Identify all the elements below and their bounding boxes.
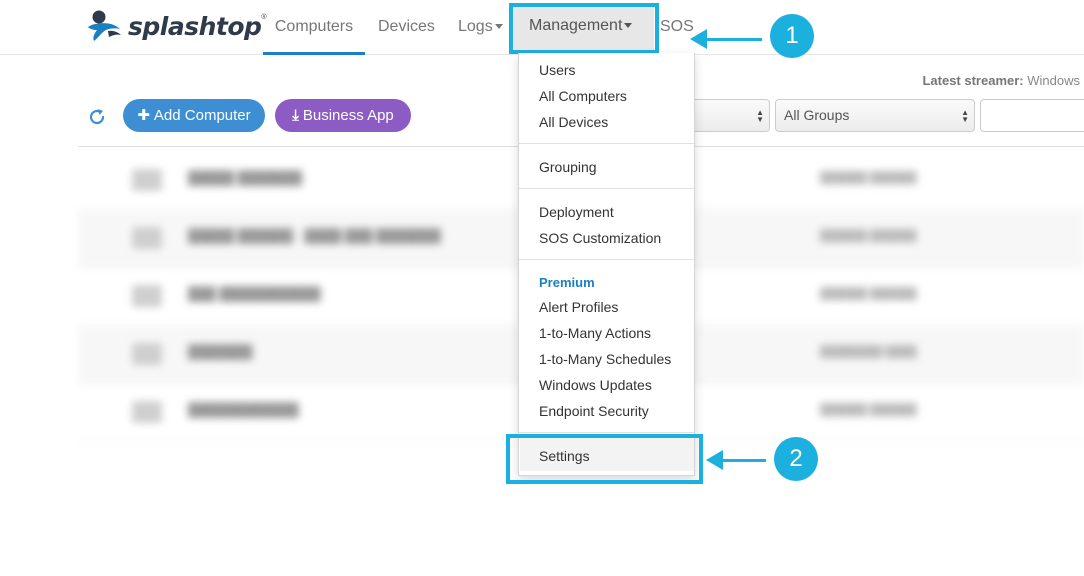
latest-streamer-info: Latest streamer: Windows [922, 73, 1080, 88]
nav-management-label: Management [529, 17, 623, 34]
business-app-button[interactable]: ⤓Business App [275, 99, 411, 132]
menu-item-settings-hover [520, 438, 694, 471]
computer-icon [132, 285, 162, 307]
computer-group: ██████ ██████ [820, 288, 917, 300]
highlight-box-management [509, 3, 659, 54]
menu-item-windows-updates[interactable]: Windows Updates [539, 377, 652, 393]
computer-group: ██████ ██████ [820, 230, 917, 242]
filter-select[interactable]: ▲▼ [690, 99, 770, 132]
nav-computers-label: Computers [274, 18, 354, 35]
menu-item-1-to-many-actions[interactable]: 1-to-Many Actions [539, 325, 652, 341]
callout-badge-1: 1 [770, 14, 814, 58]
menu-item-endpoint-security[interactable]: Endpoint Security [539, 403, 649, 419]
chevron-down-icon [494, 24, 503, 30]
nav-computers[interactable]: Computers [263, 0, 365, 55]
updown-arrows-icon: ▲▼ [756, 108, 764, 124]
refresh-icon[interactable] [87, 107, 107, 127]
computer-icon [132, 227, 162, 249]
nav-logs[interactable]: Logs [458, 0, 503, 54]
business-app-label: Business App [302, 107, 394, 124]
menu-item-all-computers[interactable]: All Computers [539, 88, 627, 104]
add-computer-label: Add Computer [153, 107, 251, 124]
computer-name: █████ ███████ [188, 170, 303, 185]
group-filter-select[interactable]: All Groups ▲▼ [775, 99, 975, 132]
management-dropdown-menu: Users All Computers All Devices Grouping… [518, 53, 695, 476]
nav-management[interactable]: Management [513, 6, 654, 50]
latest-streamer-label: Latest streamer: [922, 73, 1024, 88]
computer-name: █████ ██████ - ████ ███ ███████ [188, 228, 441, 243]
menu-item-all-devices[interactable]: All Devices [539, 114, 609, 130]
top-navbar: splashtop ® Computers Devices Logs Manag… [0, 0, 1084, 55]
callout-arrow-2 [722, 459, 766, 462]
splashtop-logo-icon [88, 10, 121, 41]
menu-item-alert-profiles[interactable]: Alert Profiles [539, 299, 619, 315]
callout-badge-2: 2 [774, 437, 818, 481]
computer-group: ████████ ████ [820, 346, 917, 358]
download-icon: ⤓ [292, 107, 299, 124]
chevron-down-icon [624, 23, 633, 29]
latest-streamer-value: Windows [1027, 73, 1080, 88]
callout-arrow-2-head-icon [706, 450, 723, 470]
callout-arrow-1-head-icon [690, 29, 707, 49]
updown-arrows-icon: ▲▼ [961, 108, 969, 124]
plus-icon: ✚ [137, 107, 150, 124]
highlight-box-settings [506, 434, 703, 484]
menu-item-grouping[interactable]: Grouping [539, 159, 597, 175]
brand-name: splashtop [128, 11, 262, 41]
menu-item-users[interactable]: Users [539, 62, 576, 78]
add-computer-button[interactable]: ✚Add Computer [123, 99, 265, 132]
menu-divider [519, 259, 694, 260]
nav-sos-label: SOS [660, 18, 694, 35]
computer-icon [132, 169, 162, 191]
nav-devices-label: Devices [378, 18, 435, 35]
menu-divider [519, 432, 694, 433]
menu-item-sos-customization[interactable]: SOS Customization [539, 230, 662, 246]
menu-item-1-to-many-schedules[interactable]: 1-to-Many Schedules [539, 351, 672, 367]
computer-name: ████████████ [188, 402, 299, 417]
menu-divider [519, 188, 694, 189]
computer-icon [132, 401, 162, 423]
menu-item-settings[interactable]: Settings [539, 448, 590, 464]
computer-name: ███ ███████████ [188, 286, 321, 301]
search-input[interactable] [980, 99, 1084, 132]
nav-devices[interactable]: Devices [378, 0, 435, 54]
computer-name: ███████ [188, 344, 253, 359]
nav-sos[interactable]: SOS [660, 0, 694, 54]
computer-group: ██████ ██████ [820, 404, 917, 416]
nav-logs-label: Logs [458, 18, 493, 35]
callout-arrow-1 [706, 38, 762, 41]
menu-divider [519, 143, 694, 144]
menu-item-deployment[interactable]: Deployment [539, 204, 614, 220]
splashtop-logo[interactable]: splashtop ® [86, 8, 267, 44]
computer-icon [132, 343, 162, 365]
brand-registered-mark: ® [261, 13, 267, 21]
group-filter-value: All Groups [784, 107, 850, 123]
computer-group: ██████ ██████ [820, 172, 917, 184]
menu-header-premium: Premium [539, 275, 595, 290]
